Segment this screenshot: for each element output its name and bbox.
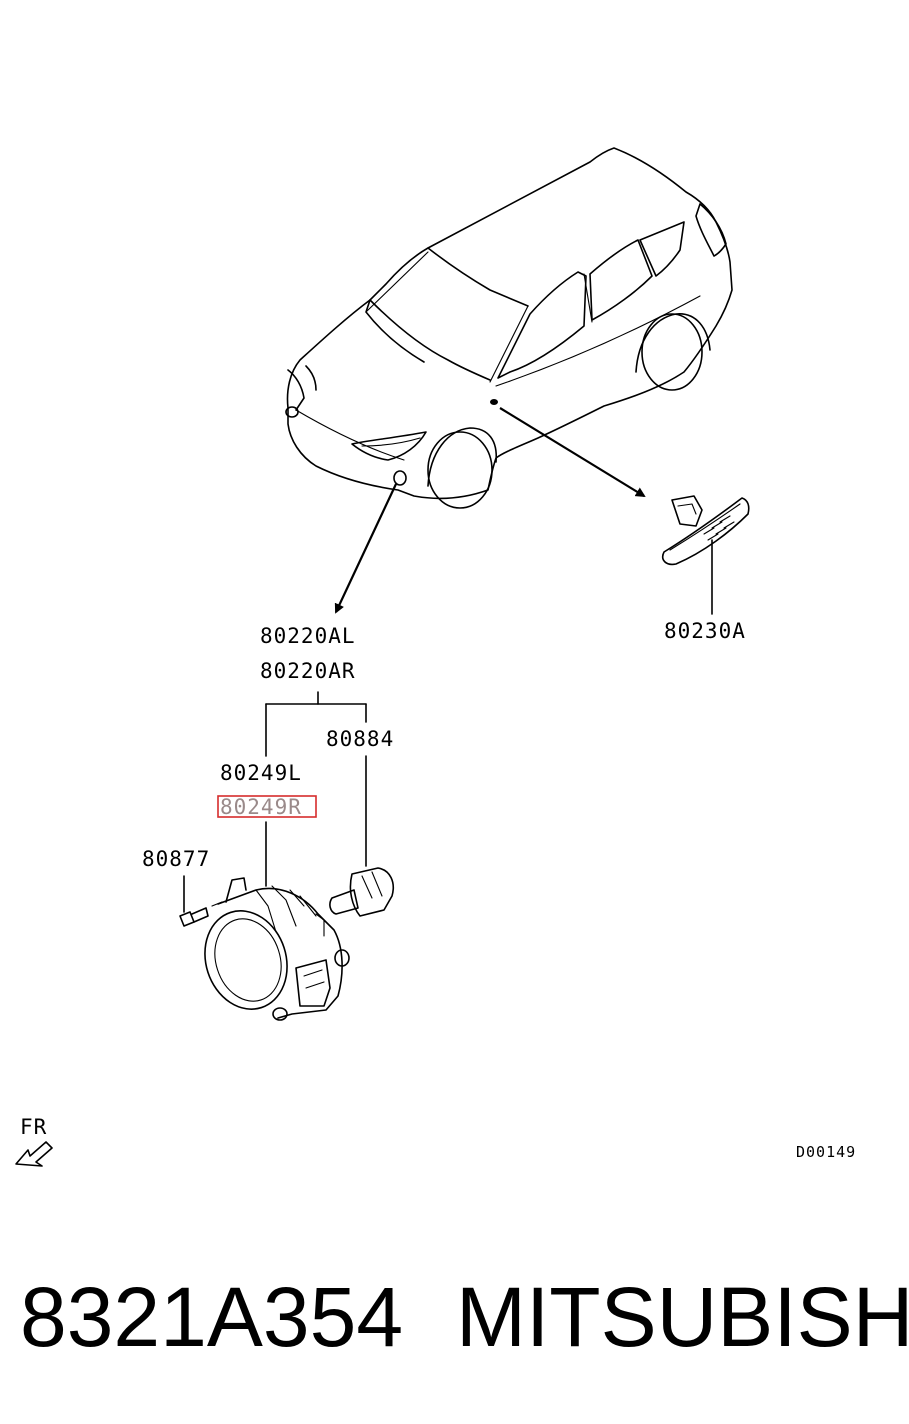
fog-lamp-illustration (204, 877, 350, 1021)
diagram-code: D00149 (796, 1143, 856, 1161)
front-direction-indicator: FR (15, 1115, 53, 1167)
part-number: 8321A354 (20, 1270, 404, 1364)
car-illustration (285, 147, 733, 509)
callout-80220ar: 80220AR (260, 659, 356, 683)
side-marker-lamp-illustration (661, 495, 750, 566)
highlight-box (217, 795, 317, 818)
direction-label: FR (20, 1115, 47, 1139)
caption-bar: 8321A354 MITSUBISHI (0, 1262, 909, 1372)
callout-80230a: 80230A (664, 619, 746, 643)
arrow-to-side-lamp (499, 407, 646, 498)
callout-bracket (183, 691, 367, 913)
direction-arrow-icon (15, 1141, 53, 1167)
screw-illustration (179, 901, 223, 927)
fog-bulb-illustration (329, 867, 394, 917)
callout-80877: 80877 (142, 847, 210, 871)
callout-80884: 80884 (326, 727, 394, 751)
callout-80249l: 80249L (220, 761, 302, 785)
arrow-to-fog-lamp (334, 483, 397, 614)
brand-name: MITSUBISHI (456, 1270, 909, 1364)
callout-80220al: 80220AL (260, 624, 356, 648)
callout-80249r: 80249R (220, 795, 302, 819)
